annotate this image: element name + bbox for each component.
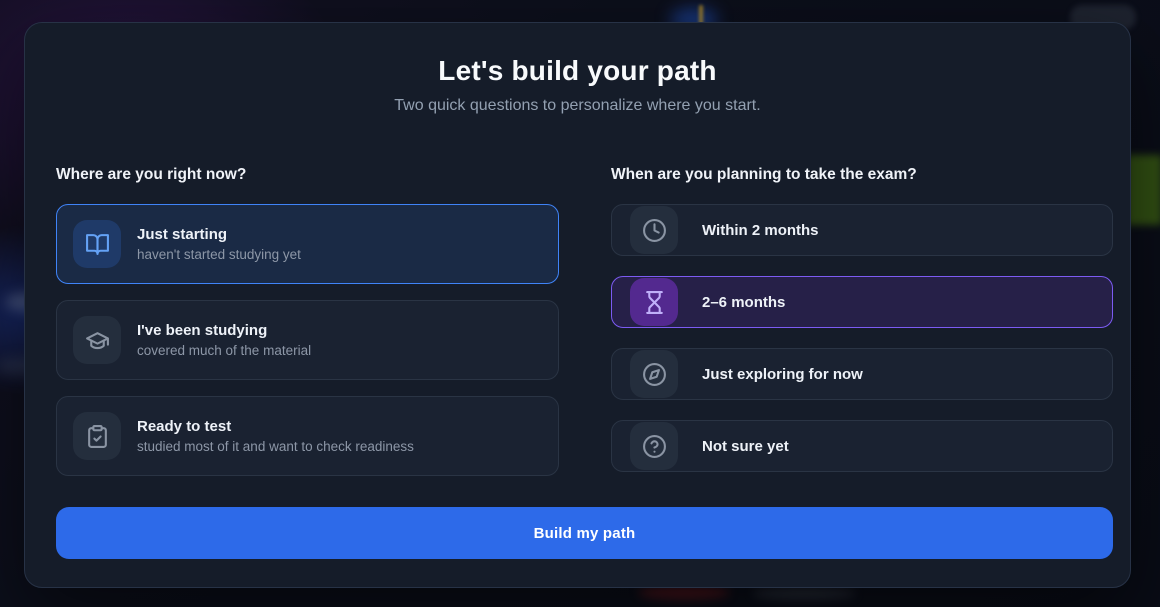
options-list: Just starting haven't started studying ye… (56, 204, 559, 476)
option-description: haven't started studying yet (137, 247, 301, 262)
hourglass-icon (630, 278, 678, 326)
option-text: Within 2 months (702, 222, 819, 239)
question-label: When are you planning to take the exam? (611, 166, 917, 183)
option-title: 2–6 months (702, 293, 786, 311)
question-column-where-are-you-right-now: Where are you right now? Just starting hav… (56, 166, 559, 476)
option-text: Not sure yet (702, 438, 789, 455)
option-2-6-months[interactable]: 2–6 months (611, 276, 1113, 328)
clipboard-check-icon (73, 412, 121, 460)
backdrop-block-green (1126, 155, 1160, 225)
option-within-2-months[interactable]: Within 2 months (611, 204, 1113, 256)
compass-icon (630, 350, 678, 398)
backdrop-spot-gray-bottom (752, 587, 856, 600)
question-column-when-are-you-planning-to-take-the-exam: When are you planning to take the exam? W… (611, 166, 1113, 472)
option-description: covered much of the material (137, 343, 312, 358)
option-title: Not sure yet (702, 437, 789, 455)
option-title: Within 2 months (702, 221, 819, 239)
option-description: studied most of it and want to check rea… (137, 439, 414, 454)
help-circle-icon (630, 422, 678, 470)
option-title: Just starting (137, 226, 228, 243)
clock-icon (630, 206, 678, 254)
graduation-cap-icon (73, 316, 121, 364)
modal-title: Let's build your path (438, 55, 717, 86)
option-i-ve-been-studying[interactable]: I've been studying covered much of the ma… (56, 300, 559, 380)
build-my-path-button[interactable]: Build my path (56, 507, 1113, 559)
modal-subtitle: Two quick questions to personalize where… (394, 97, 761, 115)
option-text: I've been studying covered much of the ma… (137, 322, 311, 358)
option-text: 2–6 months (702, 294, 785, 311)
option-title: I've been studying (137, 322, 268, 339)
option-text: Just starting haven't started studying ye… (137, 226, 301, 262)
option-not-sure-yet[interactable]: Not sure yet (611, 420, 1113, 472)
option-text: Just exploring for now (702, 366, 863, 383)
question-label: Where are you right now? (56, 166, 247, 183)
option-text: Ready to test studied most of it and want… (137, 418, 414, 454)
option-title: Just exploring for now (702, 365, 863, 383)
option-just-exploring-for-now[interactable]: Just exploring for now (611, 348, 1113, 400)
onboarding-modal: Let's build your path Two quick question… (24, 22, 1131, 588)
option-title: Ready to test (137, 418, 232, 435)
option-ready-to-test[interactable]: Ready to test studied most of it and want… (56, 396, 559, 476)
book-open-icon (73, 220, 121, 268)
option-just-starting[interactable]: Just starting haven't started studying ye… (56, 204, 559, 284)
